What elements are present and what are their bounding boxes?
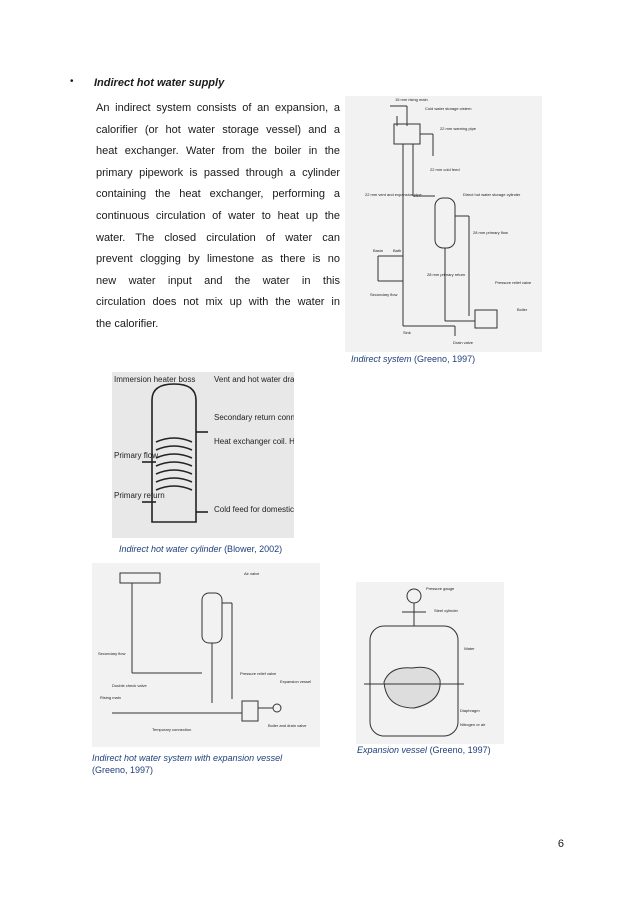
label-vent-draw-off: Vent and hot water draw-off connections	[214, 375, 294, 384]
label-primary-return: Primary return	[114, 491, 165, 500]
paragraph-line: calorifier (or hot water storage vessel)…	[96, 120, 340, 142]
caption-cylinder: Indirect hot water cylinder (Blower, 200…	[119, 544, 282, 554]
label-primary-flow: Primary flow	[114, 451, 158, 460]
label-cold-storage: Cold water storage cistern	[425, 106, 471, 111]
paragraph-line: the calorifier.	[96, 314, 340, 336]
label-double-check: Double check valve	[112, 683, 147, 688]
paragraph-line: heat exchanger. Water from the boiler in…	[96, 141, 340, 163]
paragraph-line: continuous circulation of water to heat …	[96, 206, 340, 228]
label-secondary-return: Secondary return connection	[214, 413, 294, 422]
label-cylinder: Direct hot water storage cylinder	[463, 192, 521, 197]
caption-source: (Greeno, 1997)	[92, 765, 153, 775]
label-nitrogen: Nitrogen or air	[460, 722, 486, 727]
label-cold-feed: Cold feed for domestic supply	[214, 505, 294, 514]
paragraph-line: new water input and the water in this	[96, 271, 340, 293]
label-boiler: Boiler	[517, 307, 528, 312]
label-expansion-vessel: Expansion vessel	[280, 679, 311, 684]
paragraph-line: water. The closed circulation of water c…	[96, 228, 340, 250]
paragraph-line: primary pipework is passed through a cyl…	[96, 163, 340, 185]
paragraph-line: An indirect system consists of an expans…	[96, 98, 340, 120]
page-number: 6	[558, 838, 564, 850]
label-immersion: Immersion heater boss	[114, 375, 195, 384]
body-paragraph: An indirect system consists of an expans…	[96, 98, 340, 336]
caption-title: Indirect hot water system with expansion…	[92, 753, 282, 763]
label-relief: Pressure relief valve	[240, 671, 277, 676]
paragraph-line: prevent clogging by limestone as there i…	[96, 249, 340, 271]
label-boiler-drain: Boiler and drain valve	[268, 723, 307, 728]
label-temp-connection: Temporary connection	[152, 727, 191, 732]
label-water: Water	[464, 646, 475, 651]
label-relief: Pressure relief valve	[495, 280, 532, 285]
caption-title: Indirect hot water cylinder	[119, 544, 222, 554]
indirect-system-diagram: 15 mm rising main Cold water storage cis…	[345, 96, 542, 352]
label-primary-flow: 28 mm primary flow	[473, 230, 508, 235]
caption-source: (Blower, 2002)	[224, 544, 282, 554]
caption-expansion-vessel: Expansion vessel (Greeno, 1997)	[357, 745, 491, 755]
label-secondary-flow: Secondary flow	[98, 651, 125, 656]
label-rising-main: Rising main	[100, 695, 121, 700]
expansion-vessel-diagram: Pressure gauge Steel cylinder Water Diap…	[356, 582, 504, 744]
label-warning-pipe: 22 mm warning pipe	[440, 126, 477, 131]
label-coil: Heat exchanger coil. Heat from primary c…	[214, 437, 294, 446]
label-primary-return: 28 mm primary return	[427, 272, 465, 277]
label-steel-cylinder: Steel cylinder	[434, 608, 459, 613]
label-diaphragm: Diaphragm	[460, 708, 480, 713]
caption-indirect-system: Indirect system (Greeno, 1997)	[351, 354, 475, 364]
caption-title: Expansion vessel	[357, 745, 427, 755]
indirect-cylinder-diagram: Immersion heater boss Vent and hot water…	[112, 372, 294, 538]
caption-expansion-system: Indirect hot water system with expansion…	[92, 752, 302, 776]
paragraph-line: containing the heat exchanger, performin…	[96, 184, 340, 206]
label-pressure-gauge: Pressure gauge	[426, 586, 455, 591]
bullet-marker: •	[70, 76, 74, 87]
caption-source: (Greeno, 1997)	[430, 745, 491, 755]
label-vent: 22 mm vent and expansion pipe	[365, 192, 422, 197]
section-heading: Indirect hot water supply	[94, 77, 224, 89]
label-rising-main: 15 mm rising main	[395, 97, 428, 102]
expansion-system-diagram: Air valve Secondary flow Double check va…	[92, 563, 320, 747]
caption-title: Indirect system	[351, 354, 412, 364]
caption-source: (Greeno, 1997)	[414, 354, 475, 364]
label-basin: Basin	[373, 248, 383, 253]
label-drain: Drain valve	[453, 340, 474, 345]
label-sink: Sink	[403, 330, 411, 335]
label-air-valve: Air valve	[244, 571, 260, 576]
label-cold-feed: 22 mm cold feed	[430, 167, 460, 172]
paragraph-line: circulation does not mix up with the wat…	[96, 292, 340, 314]
label-secondary-flow: Secondary flow	[370, 292, 397, 297]
label-bath: Bath	[393, 248, 401, 253]
